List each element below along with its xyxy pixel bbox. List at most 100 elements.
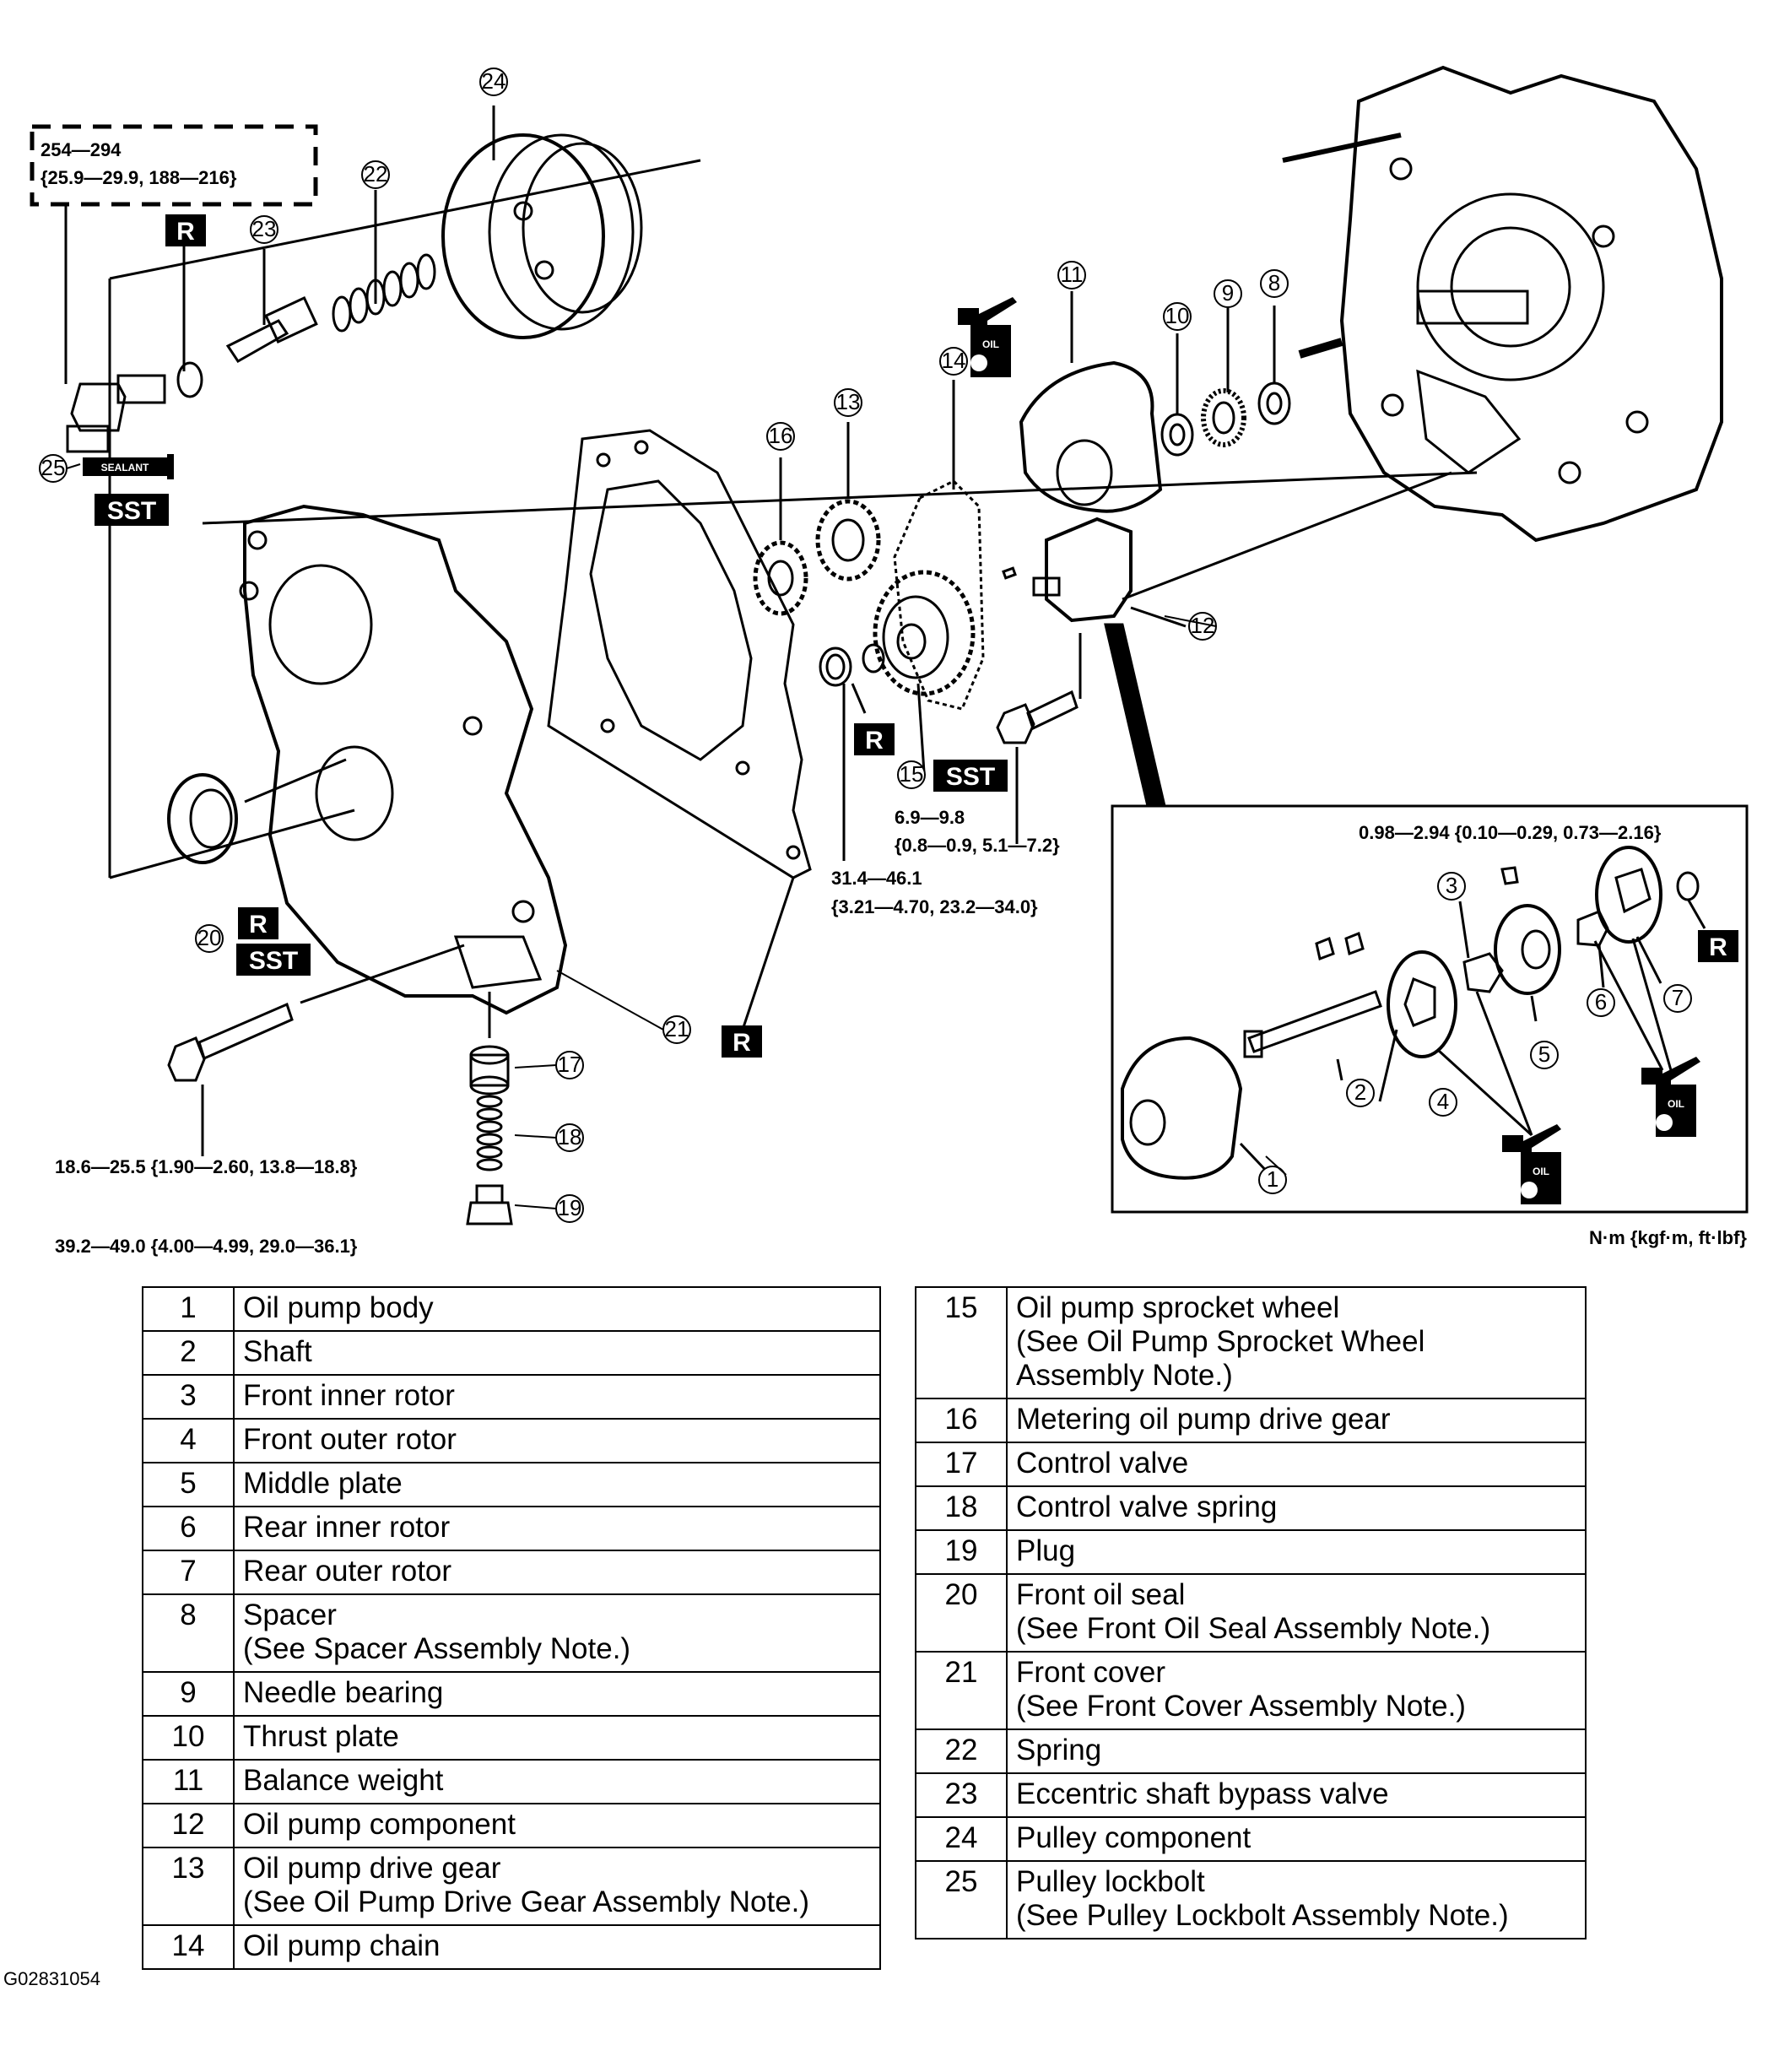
replace-tag-oil-seal: R — [249, 911, 268, 939]
part-number: 13 — [142, 1847, 235, 1926]
torque-cover-bolt-line1: 31.4—46.1 — [831, 868, 922, 889]
part-note: (See Pulley Lockbolt Assembly Note.) — [1016, 1899, 1509, 1932]
part-note: (See Front Cover Assembly Note.) — [1016, 1690, 1466, 1723]
inset-screw — [1500, 866, 1519, 885]
part-number: 23 — [915, 1772, 1008, 1818]
control-valve-part — [469, 1045, 510, 1096]
part-name: Plug — [1016, 1534, 1076, 1567]
oil-label-inset-right: OIL — [1668, 1098, 1684, 1110]
inset-rear-outer-rotor — [1595, 846, 1662, 944]
part-number: 10 — [142, 1715, 235, 1761]
sprocket-wheel-part — [873, 570, 976, 696]
part-number: 1 — [142, 1286, 235, 1332]
sst-tag-lockbolt: SST — [107, 497, 156, 525]
long-bolt-part — [167, 1002, 294, 1082]
pulley-lockbolt-part — [66, 374, 166, 453]
part-description: Oil pump component — [233, 1803, 881, 1848]
front-cover-part — [239, 504, 568, 1015]
callout-6: 6 — [1595, 989, 1607, 1014]
replace-tag-oring: R — [176, 218, 195, 246]
part-name: Needle bearing — [243, 1676, 444, 1709]
part-description: Oil pump body — [233, 1286, 881, 1332]
inset-front-outer-rotor — [1387, 950, 1457, 1058]
part-description: Metering oil pump drive gear — [1006, 1398, 1587, 1443]
oil-can-icon: OIL — [1641, 1057, 1700, 1137]
part-description: Front oil seal(See Front Oil Seal Assemb… — [1006, 1573, 1587, 1653]
torque-pump-bolt-line1: 6.9—9.8 — [895, 807, 965, 828]
replace-tag-spacer: R — [865, 727, 884, 755]
part-description: Middle plate — [233, 1462, 881, 1507]
callout-4: 4 — [1437, 1089, 1449, 1114]
part-number: 8 — [142, 1593, 235, 1673]
callout-10: 10 — [1165, 303, 1190, 328]
part-name: Front outer rotor — [243, 1423, 457, 1456]
callout-23: 23 — [252, 216, 277, 241]
spacer-ring-part — [819, 643, 885, 687]
part-name: Shaft — [243, 1335, 312, 1368]
callout-11: 11 — [1061, 262, 1084, 287]
torque-inset-screw: 0.98—2.94 {0.10—0.29, 0.73—2.16} — [1359, 822, 1662, 843]
torque-pulley-line1: 254—294 — [41, 139, 122, 160]
callout-3: 3 — [1446, 873, 1457, 898]
callout-20: 20 — [197, 925, 222, 950]
part-number: 5 — [142, 1462, 235, 1507]
oil-can-icon: OIL — [1502, 1124, 1561, 1204]
part-number: 16 — [915, 1398, 1008, 1443]
callout-19: 19 — [558, 1195, 582, 1220]
replace-tag-gasket: R — [733, 1029, 751, 1057]
part-description: Oil pump drive gear(See Oil Pump Drive G… — [233, 1847, 881, 1926]
inset-front-inner-rotor — [1462, 952, 1504, 993]
callout-25: 25 — [41, 455, 66, 480]
part-name: Control valve — [1016, 1447, 1189, 1480]
part-note: (See Front Oil Seal Assembly Note.) — [1016, 1612, 1491, 1645]
part-number: 9 — [142, 1671, 235, 1717]
part-note: (See Oil Pump Sprocket Wheel — [1016, 1325, 1425, 1358]
part-number: 22 — [915, 1728, 1008, 1774]
sst-tag-sprocket: SST — [946, 763, 995, 791]
part-number: 7 — [142, 1550, 235, 1595]
part-description: Front cover(See Front Cover Assembly Not… — [1006, 1651, 1587, 1730]
part-name: Pulley component — [1016, 1821, 1252, 1854]
oil-label-inset-left: OIL — [1533, 1166, 1549, 1177]
part-name: Oil pump body — [243, 1291, 434, 1324]
spacer-part — [1257, 381, 1291, 425]
torque-pulley-line2: {25.9—29.9, 188—216} — [41, 167, 237, 188]
part-number: 4 — [142, 1418, 235, 1463]
callout-13: 13 — [836, 389, 861, 414]
o-ring-part — [176, 361, 203, 398]
engine-block — [1282, 65, 1723, 543]
callout-18: 18 — [558, 1124, 582, 1150]
part-name: Pulley lockbolt — [1016, 1865, 1205, 1898]
part-number: 11 — [142, 1759, 235, 1804]
part-name: Middle plate — [243, 1467, 403, 1500]
part-description: Rear inner rotor — [233, 1506, 881, 1551]
callout-5: 5 — [1538, 1041, 1550, 1067]
torque-pump-bolt-line2: {0.8—0.9, 5.1—7.2} — [895, 835, 1060, 856]
part-name: Eccentric shaft bypass valve — [1016, 1777, 1389, 1810]
part-description: Oil pump sprocket wheel(See Oil Pump Spr… — [1006, 1286, 1587, 1399]
needle-bearing-part — [1201, 388, 1246, 447]
part-description: Oil pump chain — [233, 1924, 881, 1970]
pump-bolt-part — [996, 690, 1079, 744]
part-number: 12 — [142, 1803, 235, 1848]
part-number: 17 — [915, 1442, 1008, 1487]
sst-tag-oil-seal: SST — [249, 947, 298, 975]
part-name: Oil pump drive gear — [243, 1852, 501, 1885]
callout-24: 24 — [482, 68, 506, 94]
